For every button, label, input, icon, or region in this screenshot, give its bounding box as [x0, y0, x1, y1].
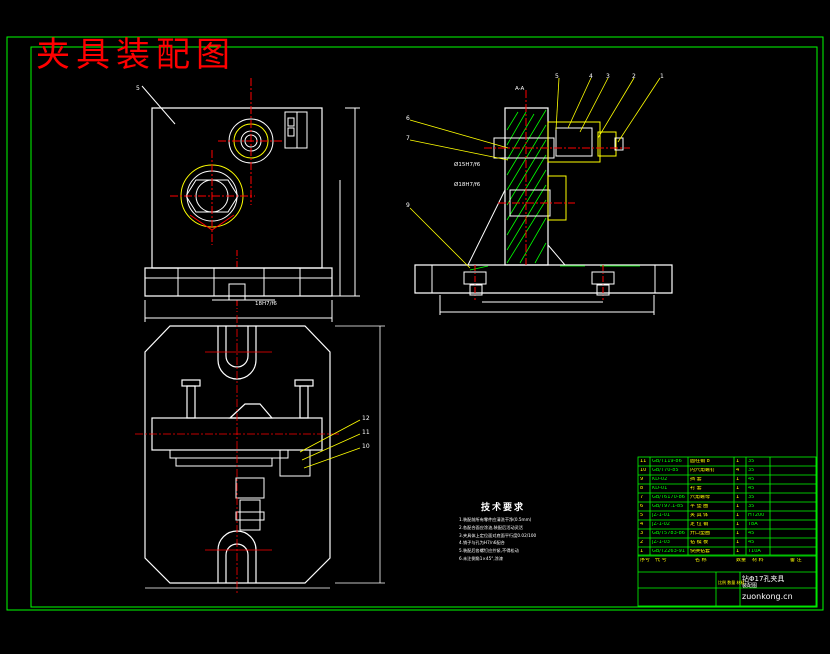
bom-cell: 1 [640, 549, 644, 554]
bom-cell: 1 [736, 540, 740, 545]
part-callouts: 1 2 3 4 5 6 7 9 10 11 12 [362, 73, 664, 450]
bom-cell: 9 [640, 477, 644, 482]
tech-note: 1.装配前所有零件应清洗干净(0.5mm) [459, 517, 532, 522]
bom-cell: 1 [736, 459, 740, 464]
tech-note: 2.各配合面应涂油,装配后活动灵活 [459, 524, 523, 530]
bom-cell: 1 [736, 549, 740, 554]
bom-cell: 35 [748, 459, 755, 464]
bom-cell: GB/T5783-86 [652, 531, 685, 536]
bom-cell: 4 [736, 468, 740, 473]
bom-cell: 1 [736, 531, 740, 536]
bom-cell: 圆柱销 8 [690, 459, 710, 464]
bom-cell: 1 [736, 513, 740, 518]
bom-cell: 10 [640, 468, 647, 473]
bom-cell: GB/T6170-86 [652, 495, 685, 500]
section-view [409, 77, 673, 315]
callout-2: 2 [632, 73, 636, 80]
title-block [637, 456, 817, 607]
bom-cell: 4 [640, 522, 644, 527]
bom-cell: 45 [748, 531, 755, 536]
drawing-subtitle: 装配图 [742, 583, 758, 589]
bom-cell: 7 [640, 495, 644, 500]
scale-row: 比例 数量 材料 [718, 580, 745, 585]
tech-note: 4.销子与孔为H7/n6配合 [459, 540, 505, 546]
bom-cell: JZ-1-03 [652, 540, 670, 545]
tech-note: 6.未注倒角1×45°,涂漆 [459, 555, 504, 561]
bom-cell: GB/T70-85 [652, 468, 679, 473]
section-label: A-A [515, 86, 525, 92]
bom-cell: 开口垫圈 [690, 531, 711, 536]
bom-cell: HT200 [748, 513, 765, 518]
bom-cell: 1 [736, 495, 740, 500]
bom-cell: 内六角螺钉 [690, 468, 716, 473]
bom-cell: 平 垫 圈 [690, 504, 709, 509]
bom-cell: 六角螺母 [690, 495, 711, 500]
tech-requirements-title: 技术要求 [481, 503, 526, 513]
bom-cell: 45 [748, 477, 755, 482]
top-view-fit: 18H7/f6 [255, 301, 277, 307]
bom-cell: 夹 具 体 [690, 513, 709, 518]
bom-cell: 45 [748, 486, 755, 491]
bom-cell: 衬 套 [690, 486, 702, 491]
bom-header-cell: 名 称 [695, 558, 707, 563]
bom-cell: 3 [640, 531, 644, 536]
drawing-name: 钻Φ17孔夹具 [742, 575, 785, 583]
bom-header-cell: 序号 [640, 558, 651, 563]
callout-5: 5 [555, 73, 559, 80]
callout-1: 1 [660, 73, 664, 80]
bom-cell: 45 [748, 540, 755, 545]
callout-7: 7 [406, 135, 410, 142]
bom-cell: 5 [640, 513, 644, 518]
bom-cell: 1 [736, 486, 740, 491]
callout-6: 6 [406, 115, 410, 122]
bom-cell: 1 [736, 477, 740, 482]
bom-cell: 35 [748, 504, 755, 509]
callout-9: 9 [406, 202, 410, 209]
drawing-title: 夹具装配图 [36, 35, 236, 75]
front-view [141, 78, 360, 322]
side-fit-upper: Ø15H7/f6 [454, 161, 481, 168]
plan-view [135, 315, 385, 594]
website-label: zuonkong.cn [742, 592, 793, 601]
bom-cell: JZ-1-01 [652, 513, 670, 518]
tech-requirements-list: 1.装配前所有零件应清洗干净(0.5mm) 2.各配合面应涂油,装配后活动灵活 … [459, 516, 536, 563]
bom-cell: KD-01 [652, 486, 668, 491]
bom-cell: 6 [640, 504, 644, 509]
bom-cell: 快换钻套 [690, 549, 711, 554]
bom-cell: 11 [640, 459, 647, 464]
tech-note: 3.夹具体上定位面对底面平行度0.02/100 [459, 532, 537, 538]
inner-frame [30, 46, 818, 608]
bom-cell: GB/T119-86 [652, 459, 682, 464]
bom-cell: 1 [736, 522, 740, 527]
callout-12: 12 [362, 415, 370, 422]
bom-cell: 35 [748, 468, 755, 473]
bom-header-cell: 代 号 [655, 558, 667, 563]
bom-cell: 钻 模 板 [690, 540, 709, 545]
callout-11: 11 [362, 429, 370, 436]
callout-3: 3 [606, 73, 610, 80]
callout-4: 4 [589, 73, 593, 80]
bom-cell: 8 [640, 486, 644, 491]
bom-cell: KD-02 [652, 477, 668, 482]
bom-cell: 1 [736, 504, 740, 509]
callout-10: 10 [362, 443, 370, 450]
bom-cell: T10A [748, 549, 761, 554]
bom-header-cell: 数量 [736, 558, 747, 563]
bom-cell: JZ-1-02 [652, 522, 670, 527]
outer-frame [6, 36, 824, 611]
tech-note: 5.装配后各螺钉应拧紧,不得松动 [459, 548, 519, 554]
bom-header-cell: 材 料 [752, 558, 764, 563]
bom-cell: 35 [748, 495, 755, 500]
bom-cell: 挡 套 [690, 477, 702, 482]
bom-cell: GB/T97.1-85 [652, 504, 684, 509]
bom-cell: GB/T2263-91 [652, 549, 685, 554]
bom-cell: T8A [748, 522, 758, 527]
bom-header-cell: 备 注 [790, 558, 802, 563]
bom-cell: 2 [640, 540, 644, 545]
bom-cell: 定 位 销 [690, 522, 709, 527]
side-fit-lower: Ø18H7/f6 [454, 181, 481, 188]
main-callout-5: 5 [136, 85, 140, 92]
